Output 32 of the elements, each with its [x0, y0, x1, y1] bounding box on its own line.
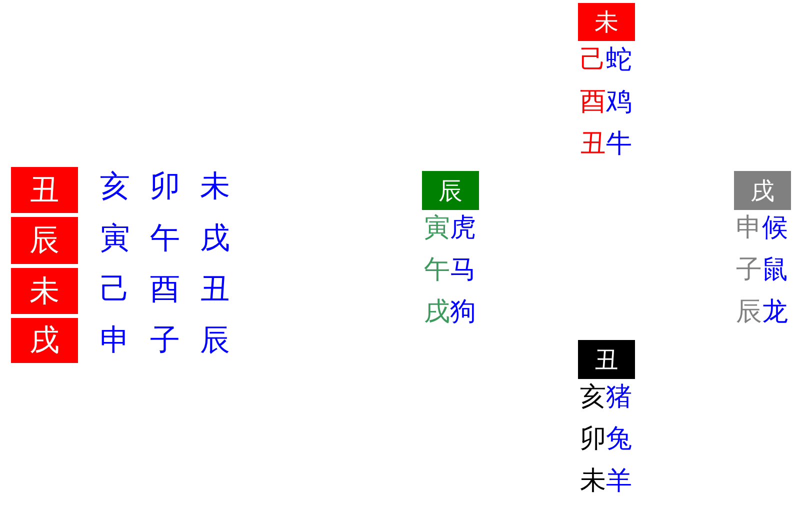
zodiac-pair: 寅虎 [424, 215, 476, 241]
zodiac-pair: 酉鸡 [580, 89, 632, 115]
heading-box: 戌 [11, 318, 78, 363]
zodiac-pair: 丑牛 [580, 131, 632, 157]
heading-box: 辰 [11, 217, 78, 264]
grid-character: 未 [200, 172, 230, 202]
grid-character: 子 [150, 326, 180, 356]
heading-box: 未 [578, 3, 635, 41]
grid-character: 寅 [100, 224, 130, 254]
grid-character: 亥 [100, 172, 130, 202]
zodiac-pair: 辰龙 [736, 299, 788, 325]
zodiac-pair: 己蛇 [580, 47, 632, 73]
heading-box: 辰 [422, 171, 479, 210]
heading-box: 未 [11, 268, 78, 314]
zodiac-pair: 子鼠 [736, 257, 788, 283]
grid-character: 酉 [150, 275, 180, 305]
zodiac-pair: 卯兔 [580, 426, 632, 452]
grid-character: 申 [100, 326, 130, 356]
zodiac-pair: 午马 [424, 257, 476, 283]
grid-character: 戌 [200, 224, 230, 254]
zodiac-pair: 戌狗 [424, 299, 476, 325]
heading-box: 戌 [734, 171, 791, 210]
heading-box: 丑 [11, 167, 78, 213]
grid-character: 辰 [200, 326, 230, 356]
grid-character: 卯 [150, 172, 180, 202]
grid-character: 午 [150, 224, 180, 254]
grid-character: 己 [100, 275, 130, 305]
zodiac-pair: 未羊 [580, 468, 632, 494]
grid-character: 丑 [200, 275, 230, 305]
zodiac-pair: 亥猪 [580, 384, 632, 410]
zodiac-pair: 申候 [736, 215, 788, 241]
heading-box: 丑 [578, 340, 635, 379]
